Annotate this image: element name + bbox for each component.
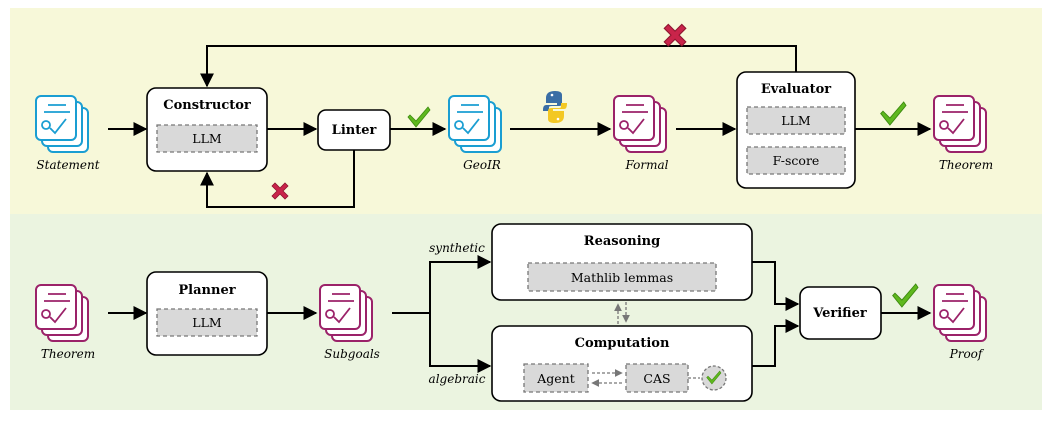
verifier-title: Verifier bbox=[812, 306, 867, 321]
planner-llm-box bbox=[156, 308, 258, 337]
subgoals-document-icon bbox=[319, 284, 373, 342]
formal-caption: Formal bbox=[624, 158, 668, 172]
evaluator-fscore-box bbox=[746, 146, 846, 175]
mathlib-lemmas-label: Mathlib lemmas bbox=[571, 270, 673, 285]
cas-label: CAS bbox=[643, 371, 670, 386]
statement-caption: Statement bbox=[36, 158, 99, 172]
synthetic-label: synthetic bbox=[429, 241, 485, 255]
check-circle-icon bbox=[701, 365, 727, 391]
theorem-caption-bottom: Theorem bbox=[41, 347, 95, 361]
evaluator-llm-label: LLM bbox=[781, 113, 811, 128]
geoir-caption: GeoIR bbox=[463, 158, 501, 172]
mathlib-lemmas-box bbox=[527, 262, 717, 292]
algebraic-label: algebraic bbox=[429, 372, 486, 386]
statement-document-icon bbox=[35, 95, 89, 153]
formal-document-icon bbox=[613, 95, 667, 153]
theorem-caption-top: Theorem bbox=[939, 158, 993, 172]
constructor-title: Constructor bbox=[163, 98, 251, 113]
evaluator-llm-box bbox=[746, 106, 846, 135]
proof-caption: Proof bbox=[949, 347, 985, 361]
theorem-document-icon-bottom bbox=[35, 284, 89, 342]
planner-llm-label: LLM bbox=[192, 315, 222, 330]
constructor-llm-box bbox=[156, 124, 258, 153]
subgoals-caption: Subgoals bbox=[324, 347, 380, 361]
agent-label: Agent bbox=[536, 371, 575, 386]
geoir-document-icon bbox=[448, 95, 502, 153]
python-logo-icon bbox=[543, 91, 567, 123]
linter-title: Linter bbox=[332, 123, 377, 138]
evaluator-fscore-label: F-score bbox=[773, 153, 820, 168]
planner-title: Planner bbox=[178, 283, 235, 298]
constructor-llm-label: LLM bbox=[192, 131, 222, 146]
agent-box bbox=[523, 363, 589, 393]
reasoning-title: Reasoning bbox=[584, 234, 660, 249]
cas-box bbox=[625, 363, 689, 393]
computation-title: Computation bbox=[575, 336, 670, 351]
proof-document-icon bbox=[933, 284, 987, 342]
evaluator-title: Evaluator bbox=[761, 82, 831, 97]
theorem-document-icon-top bbox=[933, 95, 987, 153]
